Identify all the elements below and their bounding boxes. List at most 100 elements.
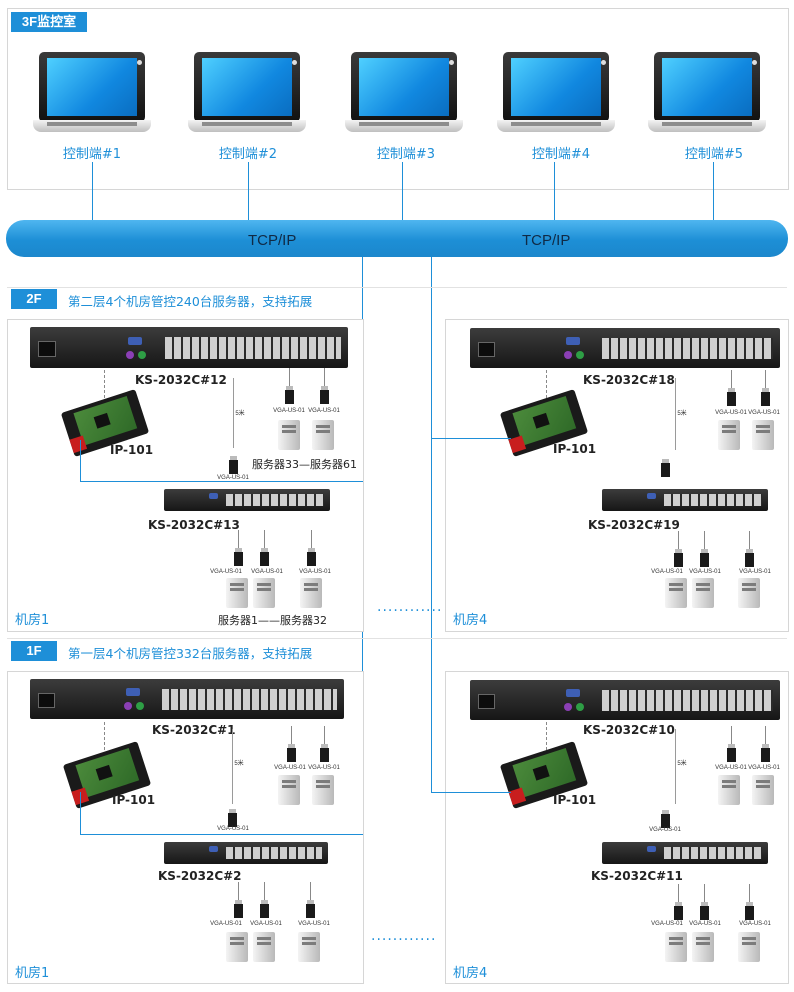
kvm-10-ip-link <box>546 722 547 750</box>
console-3-link <box>402 162 403 220</box>
console-5-link <box>713 162 714 220</box>
adapter-label-13-c: VGA-US-01 <box>299 569 331 575</box>
vga-adapter-12-console <box>227 452 239 474</box>
kvm-switch-18 <box>470 328 780 368</box>
server-tower-11-b <box>692 932 714 962</box>
console-label-4: 控制端#4 <box>531 147 591 162</box>
vga-adapter-10-a <box>725 726 737 762</box>
vga-adapter-2-b <box>258 882 270 918</box>
ip-2f-left-link-h <box>80 481 363 482</box>
adapter-label-12-console: VGA-US-01 <box>217 475 249 481</box>
adapter-label-2-c: VGA-US-01 <box>298 921 330 927</box>
floor-1-title: 第一层4个机房管控332台服务器，支持拓展 <box>68 646 313 661</box>
kvm-12-ip-link <box>104 370 105 398</box>
floor-1-tag: 1F <box>11 641 57 661</box>
vga-adapter-19-b <box>698 531 710 567</box>
room-name-1f-right: 机房4 <box>453 966 488 981</box>
adapter-label-18-a: VGA-US-01 <box>715 410 747 416</box>
console-cable-1 <box>232 729 233 804</box>
server-tower-1-b <box>312 775 334 805</box>
ellipsis-2f: ............ <box>377 599 443 615</box>
adapter-label-10-b: VGA-US-01 <box>748 765 780 771</box>
room-name-1f-left: 机房1 <box>15 966 50 981</box>
ip-101-label-2f-left: IP-101 <box>110 443 154 457</box>
network-label-right: TCP/IP <box>522 232 571 249</box>
console-label-1: 控制端#1 <box>62 147 122 162</box>
kvm-switch-13 <box>164 489 330 511</box>
laptop-console-2 <box>188 52 306 132</box>
adapter-label-1-console: VGA-US-01 <box>217 826 249 832</box>
cable-length-1: 5米 <box>234 761 244 767</box>
console-1-link <box>92 162 93 220</box>
console-2-link <box>248 162 249 220</box>
adapter-label-1-a: VGA-US-01 <box>274 765 306 771</box>
adapter-label-11-b: VGA-US-01 <box>689 921 721 927</box>
vga-adapter-10-b <box>759 726 771 762</box>
adapter-label-2-b: VGA-US-01 <box>250 921 282 927</box>
kvm-switch-1 <box>30 679 344 719</box>
tcp-ip-network-bar <box>6 220 788 257</box>
vga-adapter-11-c <box>743 884 755 920</box>
kvm-switch-12 <box>30 327 348 368</box>
server-tower-1-a <box>278 775 300 805</box>
vga-adapter-2-c <box>304 882 316 918</box>
server-tower-11-a <box>665 932 687 962</box>
console-cable-12 <box>233 378 234 448</box>
ip-101-label-1f-right: IP-101 <box>553 793 597 807</box>
adapter-label-19-c: VGA-US-01 <box>739 569 771 575</box>
kvm-18-ip-link <box>546 370 547 398</box>
adapter-label-13-a: VGA-US-01 <box>210 569 242 575</box>
kvm-label-12: KS-2032C#12 <box>135 373 227 387</box>
adapter-label-10-a: VGA-US-01 <box>715 765 747 771</box>
server-tower-2-b <box>253 932 275 962</box>
vga-adapter-1-console <box>226 805 238 827</box>
vga-adapter-1-a <box>285 726 297 762</box>
kvm-label-10: KS-2032C#10 <box>583 723 675 737</box>
server-tower-18-b <box>752 420 774 450</box>
kvm-label-19: KS-2032C#19 <box>588 518 680 532</box>
vga-adapter-10-console <box>659 806 671 828</box>
vga-adapter-18-b <box>759 370 771 406</box>
server-tower-11-c <box>738 932 760 962</box>
adapter-label-13-b: VGA-US-01 <box>251 569 283 575</box>
adapter-label-19-b: VGA-US-01 <box>689 569 721 575</box>
vga-adapter-13-a <box>232 530 244 566</box>
console-label-3: 控制端#3 <box>376 147 436 162</box>
vga-adapter-19-c <box>743 531 755 567</box>
room-1f-left <box>7 671 364 984</box>
kvm-label-18: KS-2032C#18 <box>583 373 675 387</box>
server-tower-19-b <box>692 578 714 608</box>
floor-1-separator <box>7 638 787 639</box>
kvm-label-13: KS-2032C#13 <box>148 518 240 532</box>
server-tower-10-a <box>718 775 740 805</box>
ip-1f-left-link-h <box>80 834 363 835</box>
room-name-2f-right: 机房4 <box>453 613 488 628</box>
adapter-label-19-a: VGA-US-01 <box>651 569 683 575</box>
vga-adapter-18-console <box>659 455 671 477</box>
server-tower-12-b <box>312 420 334 450</box>
cable-length-18: 5米 <box>677 411 687 417</box>
room-name-2f-left: 机房1 <box>15 613 50 628</box>
server-tower-13-b <box>253 578 275 608</box>
vga-adapter-2-a <box>232 882 244 918</box>
server-tower-10-b <box>752 775 774 805</box>
kvm-switch-11 <box>602 842 768 864</box>
console-cable-10 <box>675 729 676 804</box>
vga-adapter-18-a <box>725 370 737 406</box>
server-tower-13-c <box>300 578 322 608</box>
ip-101-label-2f-right: IP-101 <box>553 442 597 456</box>
adapter-label-18-b: VGA-US-01 <box>748 410 780 416</box>
cable-length-10: 5米 <box>677 761 687 767</box>
ip-1f-right-link <box>431 792 511 793</box>
laptop-console-3 <box>345 52 463 132</box>
server-tower-13-a <box>226 578 248 608</box>
floor-2-title: 第二层4个机房管控240台服务器，支持拓展 <box>68 294 313 309</box>
adapter-label-1-b: VGA-US-01 <box>308 765 340 771</box>
laptop-console-1 <box>33 52 151 132</box>
ip-1f-left-link <box>80 792 81 835</box>
vga-adapter-12-a <box>283 368 295 404</box>
floor-3-tag: 3F监控室 <box>11 12 87 32</box>
adapter-label-2-a: VGA-US-01 <box>210 921 242 927</box>
laptop-console-5 <box>648 52 766 132</box>
floor-2-separator <box>7 287 787 288</box>
